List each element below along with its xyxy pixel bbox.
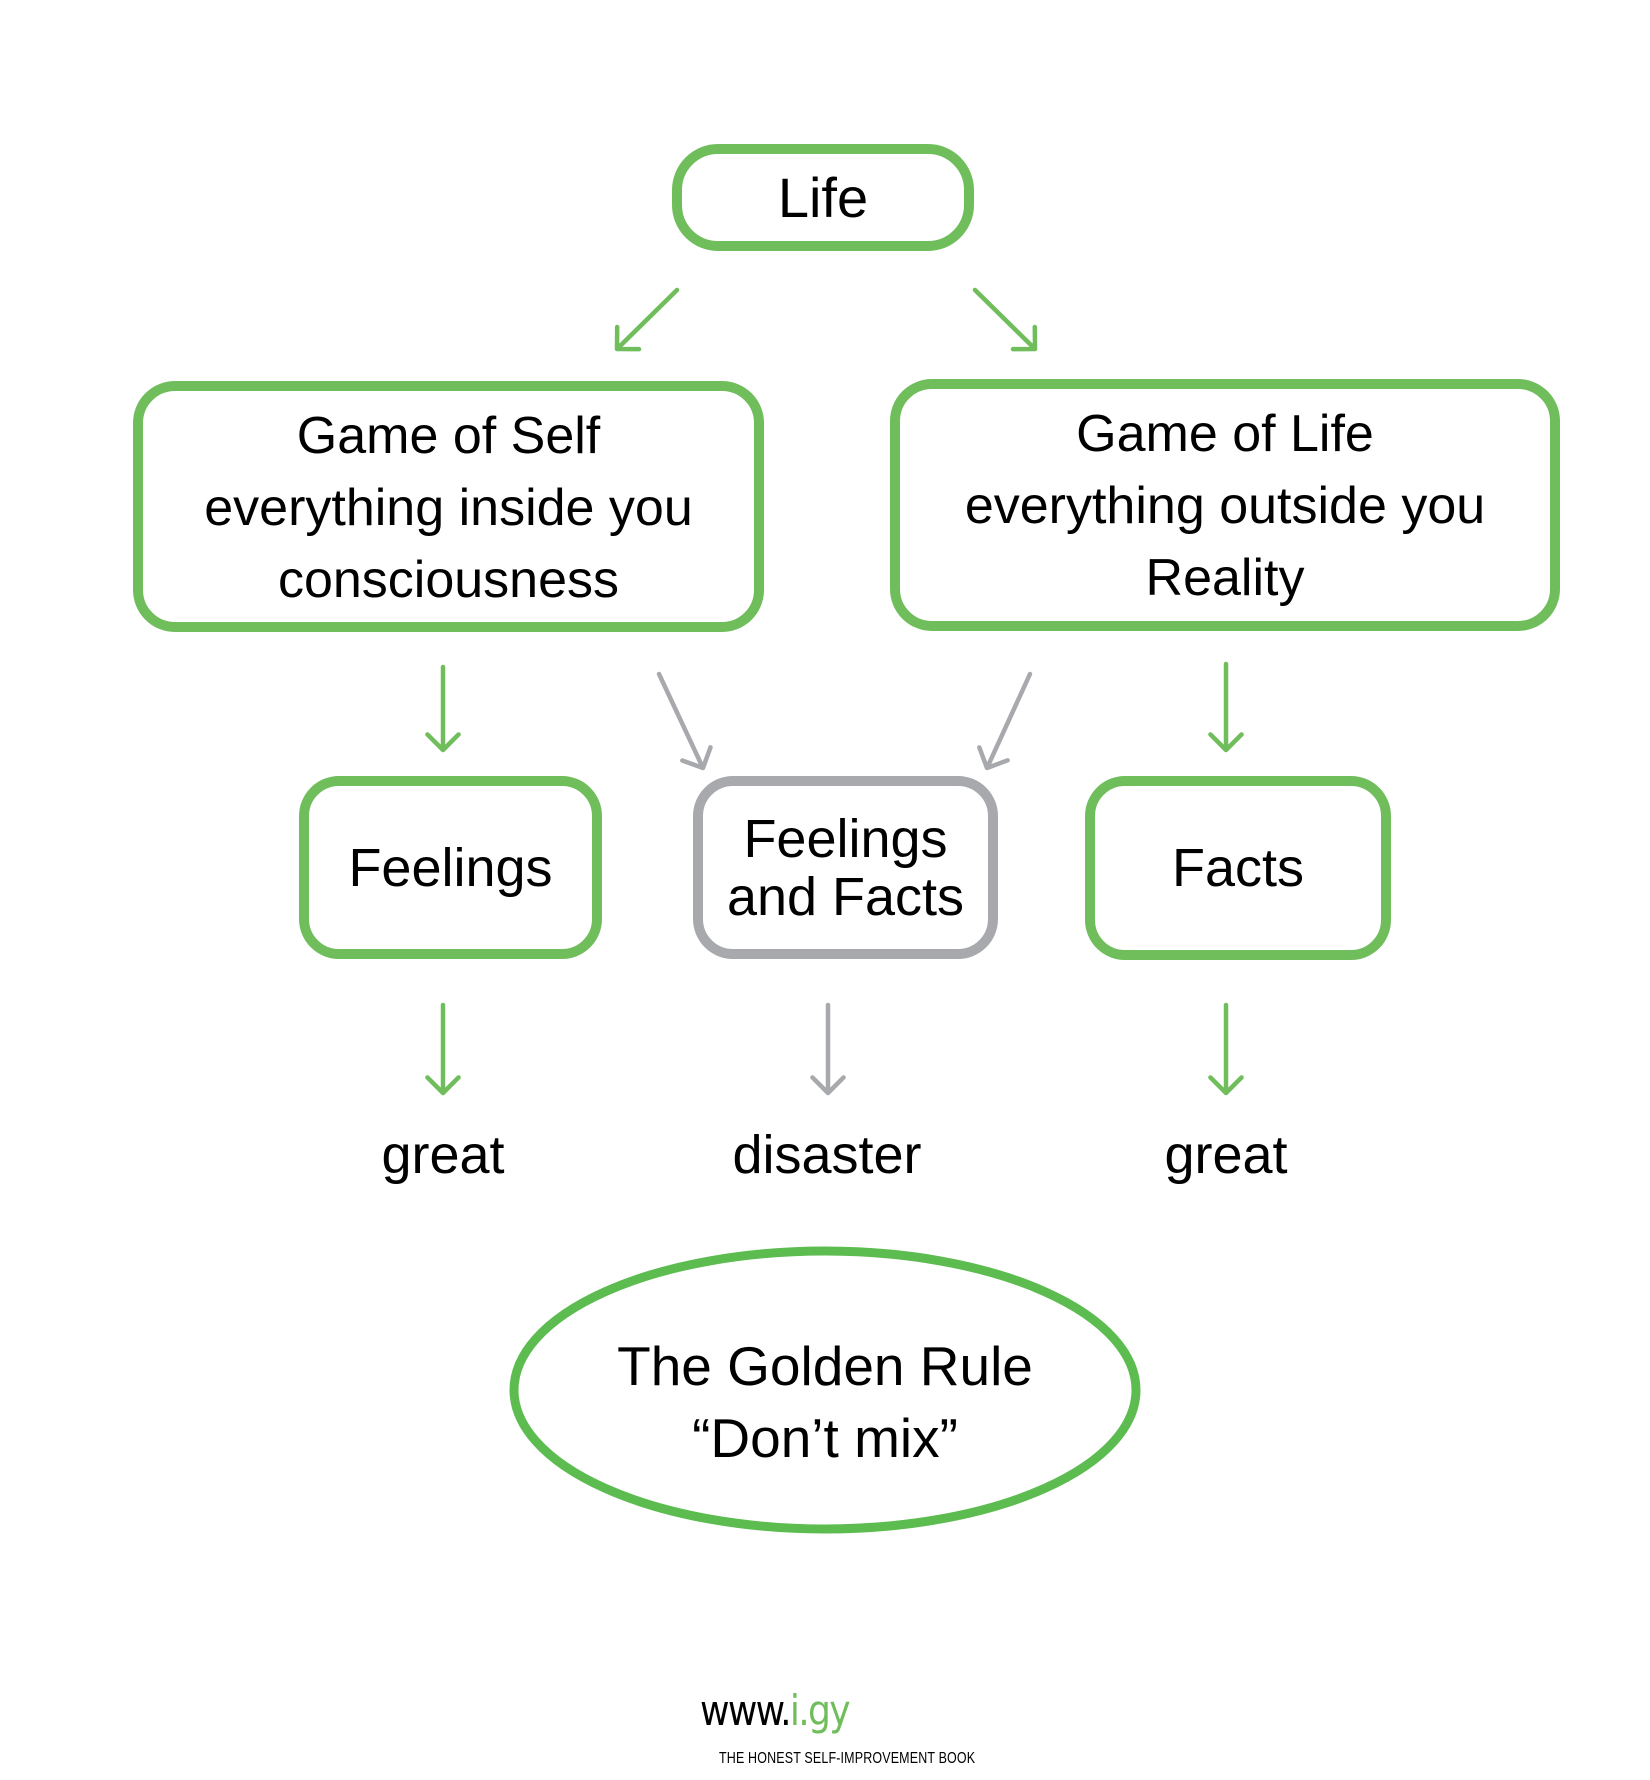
arrow-icon: [1208, 1002, 1244, 1096]
golden-rule-title: The Golden Rule: [617, 1335, 1033, 1397]
footer-url-prefix: www.: [700, 1686, 792, 1735]
arrow-icon: [972, 287, 1038, 352]
footer-url[interactable]: www.i.gy: [700, 1690, 855, 1732]
outcome-great-feelings: great: [381, 1125, 505, 1185]
footer-url-domain: i.gy: [789, 1686, 851, 1735]
arrow-game-of-life-to-feelings-and-facts: [977, 671, 1033, 771]
outcome-great-facts: great: [1164, 1125, 1288, 1185]
branch-keyword: Reality: [1145, 549, 1305, 607]
arrow-icon: [810, 1002, 846, 1096]
arrow-icon: [425, 1002, 461, 1096]
root-node-life: Life: [672, 144, 974, 251]
outcome-disaster: disaster: [732, 1125, 922, 1185]
arrow-life-to-game-of-self: [614, 287, 680, 352]
golden-rule-text: The Golden Rule “Don’t mix”: [525, 1330, 1125, 1474]
arrow-icon: [614, 287, 680, 352]
category-label: Feelings: [348, 837, 553, 898]
golden-rule-ellipse: [509, 1246, 1141, 1534]
footer-tagline: THE HONEST SELF-IMPROVEMENT BOOK: [719, 1750, 976, 1767]
branch-node-game-of-life: Game of Life everything outside you Real…: [890, 379, 1560, 631]
arrow-game-of-self-to-feelings: [425, 664, 461, 753]
root-label: Life: [777, 165, 869, 229]
category-node-feelings-and-facts: Feelings and Facts: [693, 776, 998, 959]
arrow-feelings-and-facts-to-disaster: [810, 1002, 846, 1096]
arrow-life-to-game-of-life: [972, 287, 1038, 352]
branch-title: Game of Self: [296, 406, 601, 465]
arrow-icon: [1208, 661, 1244, 753]
category-label: Facts: [1171, 838, 1305, 898]
golden-rule-quote: “Don’t mix”: [692, 1407, 958, 1469]
category-label-line-2: and Facts: [726, 866, 965, 927]
arrow-facts-to-great: [1208, 1002, 1244, 1096]
branch-description: everything inside you: [204, 478, 693, 537]
arrow-game-of-self-to-feelings-and-facts: [656, 671, 713, 771]
branch-description: everything outside you: [964, 477, 1486, 535]
category-node-feelings: Feelings: [299, 776, 602, 959]
arrow-feelings-to-great: [425, 1002, 461, 1096]
branch-node-game-of-self: Game of Self everything inside you consc…: [133, 381, 764, 632]
arrow-icon: [656, 671, 713, 771]
arrow-icon: [977, 671, 1033, 771]
category-node-facts: Facts: [1085, 776, 1391, 960]
arrow-icon: [425, 664, 461, 753]
category-label-line-1: Feelings: [743, 808, 948, 869]
arrow-game-of-life-to-facts: [1208, 661, 1244, 753]
branch-keyword: consciousness: [277, 550, 620, 609]
branch-title: Game of Life: [1076, 405, 1374, 463]
